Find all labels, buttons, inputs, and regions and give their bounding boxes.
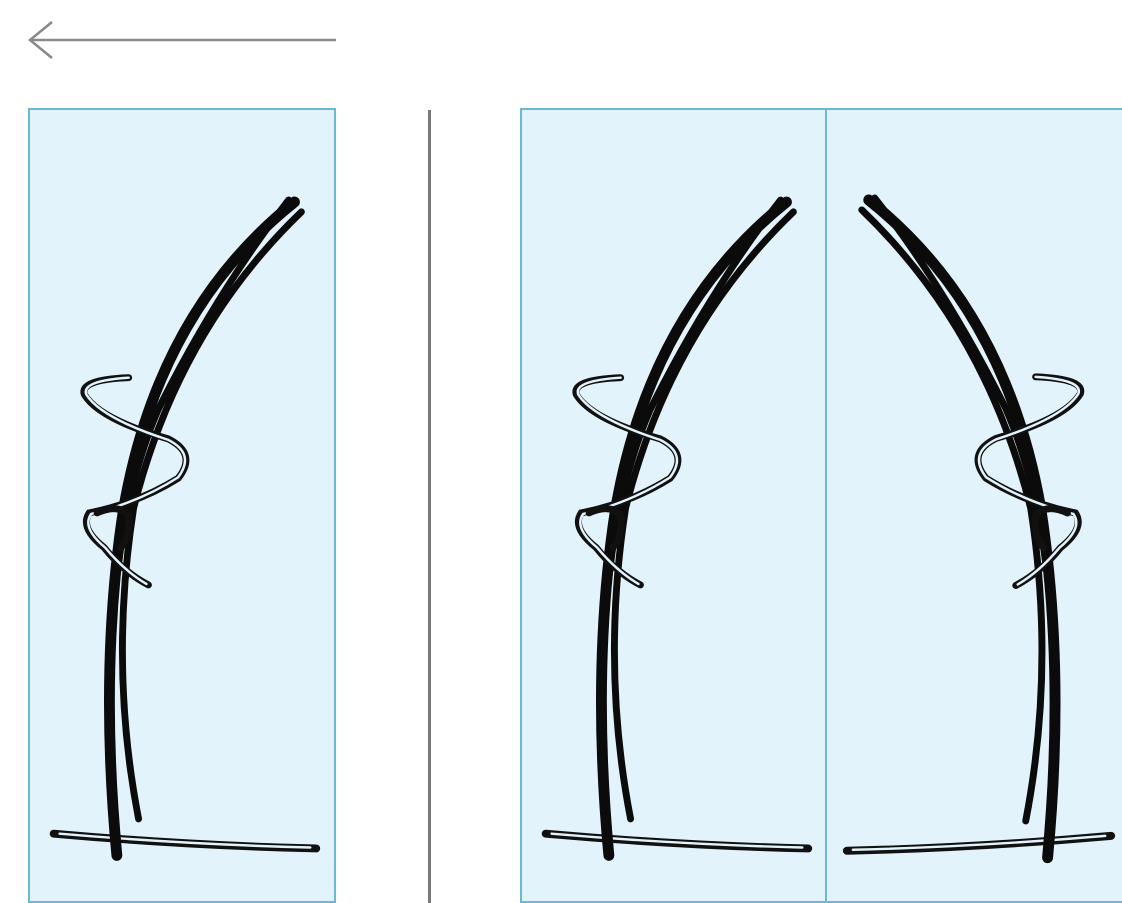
vertical-divider [428,110,431,903]
plant-illustration [522,110,825,901]
arrow-left-icon [22,18,342,62]
plant-illustration [30,110,334,901]
drawing-panel-single [28,108,336,903]
plant-illustration-mirrored [827,110,1122,901]
drawing-panel-pair-left [520,108,827,903]
back-button[interactable] [22,18,342,62]
drawing-panel-pair-right [825,108,1122,903]
